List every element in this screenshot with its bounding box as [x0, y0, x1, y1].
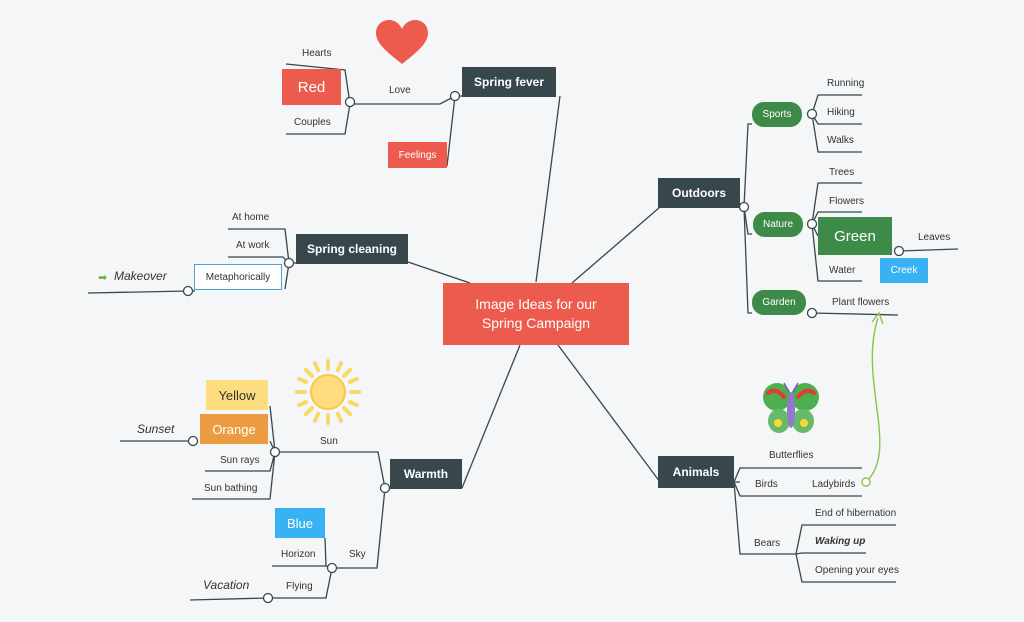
subtopic-metaphorically[interactable]: Metaphorically	[194, 264, 282, 290]
subtopic-water[interactable]: Water	[829, 265, 856, 276]
subtopic-ladybirds[interactable]: Ladybirds	[812, 479, 856, 490]
subtopic-red[interactable]: Red	[282, 69, 341, 105]
subtopic-vacation[interactable]: Vacation	[203, 578, 250, 592]
subtopic-yellow[interactable]: Yellow	[206, 380, 268, 410]
arrow-right-icon: ➡	[98, 272, 108, 284]
topic-spring-fever[interactable]: Spring fever	[462, 67, 556, 97]
subtopic-opening-your-eyes[interactable]: Opening your eyes	[815, 565, 899, 576]
topic-animals[interactable]: Animals	[658, 456, 734, 488]
subtopic-sun-rays[interactable]: Sun rays	[220, 455, 260, 466]
subtopic-butterflies[interactable]: Butterflies	[769, 450, 814, 461]
heart-icon	[376, 20, 428, 64]
subtopic-couples[interactable]: Couples	[294, 117, 331, 128]
subtopic-trees[interactable]: Trees	[829, 167, 855, 178]
subtopic-flying[interactable]: Flying	[286, 581, 313, 592]
subtopic-blue[interactable]: Blue	[275, 508, 325, 538]
subtopic-hiking[interactable]: Hiking	[827, 107, 855, 118]
butterfly-icon	[763, 382, 819, 433]
subtopic-end-of-hibernation[interactable]: End of hibernation	[815, 508, 897, 519]
subtopic-waking-up[interactable]: Waking up	[815, 536, 866, 547]
subtopic-birds[interactable]: Birds	[755, 479, 778, 490]
branch-warmth	[461, 344, 521, 489]
sun-icon	[295, 359, 361, 425]
subtopic-creek[interactable]: Creek	[880, 258, 928, 283]
branch-spring-fever	[535, 95, 561, 283]
subtopic-feelings[interactable]: Feelings	[388, 142, 447, 168]
subtopic-sunset[interactable]: Sunset	[137, 422, 175, 436]
subtopic-green[interactable]: Green	[818, 217, 892, 255]
central-topic-line2: Spring Campaign	[481, 315, 591, 331]
subtopic-hearts[interactable]: Hearts	[302, 48, 332, 59]
topic-warmth[interactable]: Warmth	[390, 459, 462, 489]
relationship-arrow	[865, 317, 881, 483]
subtopic-plant-flowers[interactable]: Plant flowers	[832, 297, 890, 308]
subtopic-makeover[interactable]: Makeover	[114, 269, 167, 283]
central-topic[interactable]: Image Ideas for our Spring Campaign	[443, 283, 629, 345]
subtopic-walks[interactable]: Walks	[827, 135, 854, 146]
branch-animals	[557, 344, 661, 483]
subtopic-sports[interactable]: Sports	[752, 102, 802, 127]
subtopic-flowers[interactable]: Flowers	[829, 196, 865, 207]
subtopic-at-work[interactable]: At work	[236, 240, 270, 251]
central-topic-line1: Image Ideas for our	[475, 296, 597, 312]
subtopic-garden[interactable]: Garden	[752, 290, 806, 315]
subtopic-orange[interactable]: Orange	[200, 414, 268, 444]
subtopic-sun-bathing[interactable]: Sun bathing	[204, 483, 258, 494]
subtopic-running[interactable]: Running	[827, 78, 865, 89]
subtopic-leaves[interactable]: Leaves	[918, 232, 951, 243]
subtopic-bears[interactable]: Bears	[754, 538, 781, 549]
branch-spring-cleaning	[407, 261, 471, 284]
branch-outdoors	[571, 206, 661, 284]
subtopic-sky[interactable]: Sky	[349, 549, 366, 560]
subtopic-nature[interactable]: Nature	[753, 212, 803, 237]
topic-spring-cleaning[interactable]: Spring cleaning	[296, 234, 408, 264]
subtopic-love[interactable]: Love	[389, 85, 411, 96]
subtopic-horizon[interactable]: Horizon	[281, 549, 316, 560]
topic-outdoors[interactable]: Outdoors	[658, 178, 740, 208]
subtopic-sun[interactable]: Sun	[320, 436, 338, 447]
subtopic-at-home[interactable]: At home	[232, 212, 270, 223]
